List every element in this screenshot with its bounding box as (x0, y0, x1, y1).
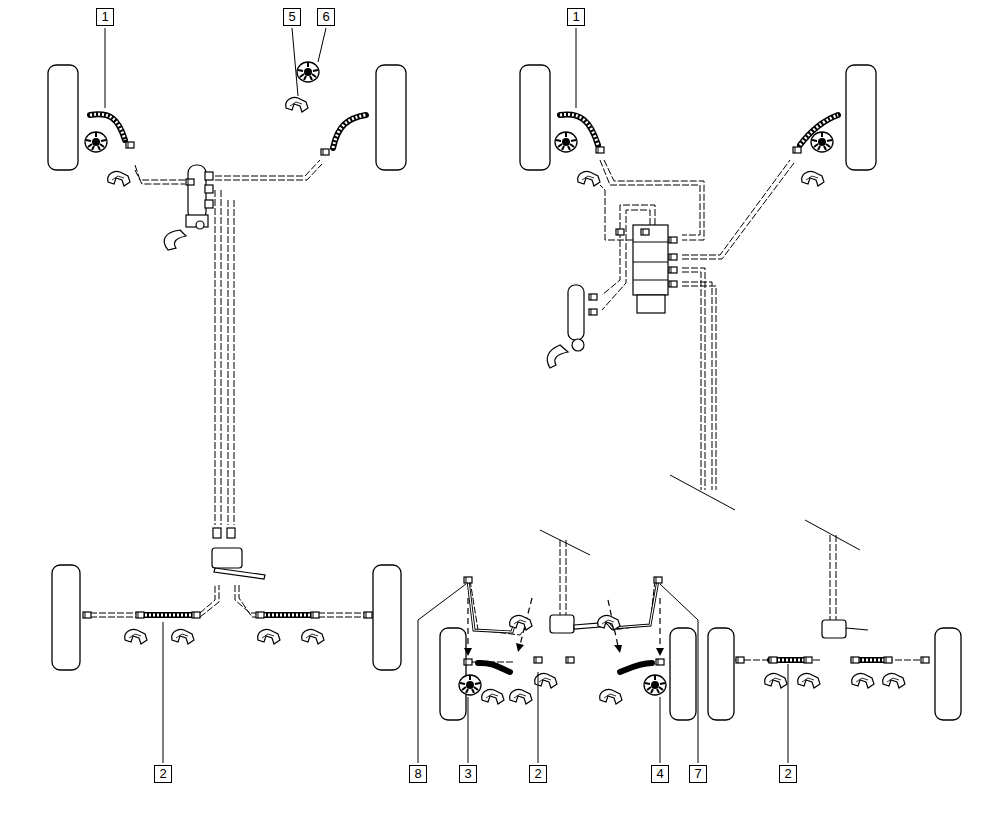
callout-number: 2 (779, 765, 797, 783)
callout-number: 2 (529, 765, 547, 783)
callout-number: 6 (317, 8, 335, 26)
callout-number: 1 (96, 8, 114, 26)
callout-number: 3 (459, 765, 477, 783)
callout-number: 4 (651, 765, 669, 783)
callout-number: 5 (283, 8, 301, 26)
callout-number: 8 (409, 765, 427, 783)
callout-number: 2 (154, 765, 172, 783)
callout-number: 7 (689, 765, 707, 783)
callout-number: 1 (567, 8, 585, 26)
